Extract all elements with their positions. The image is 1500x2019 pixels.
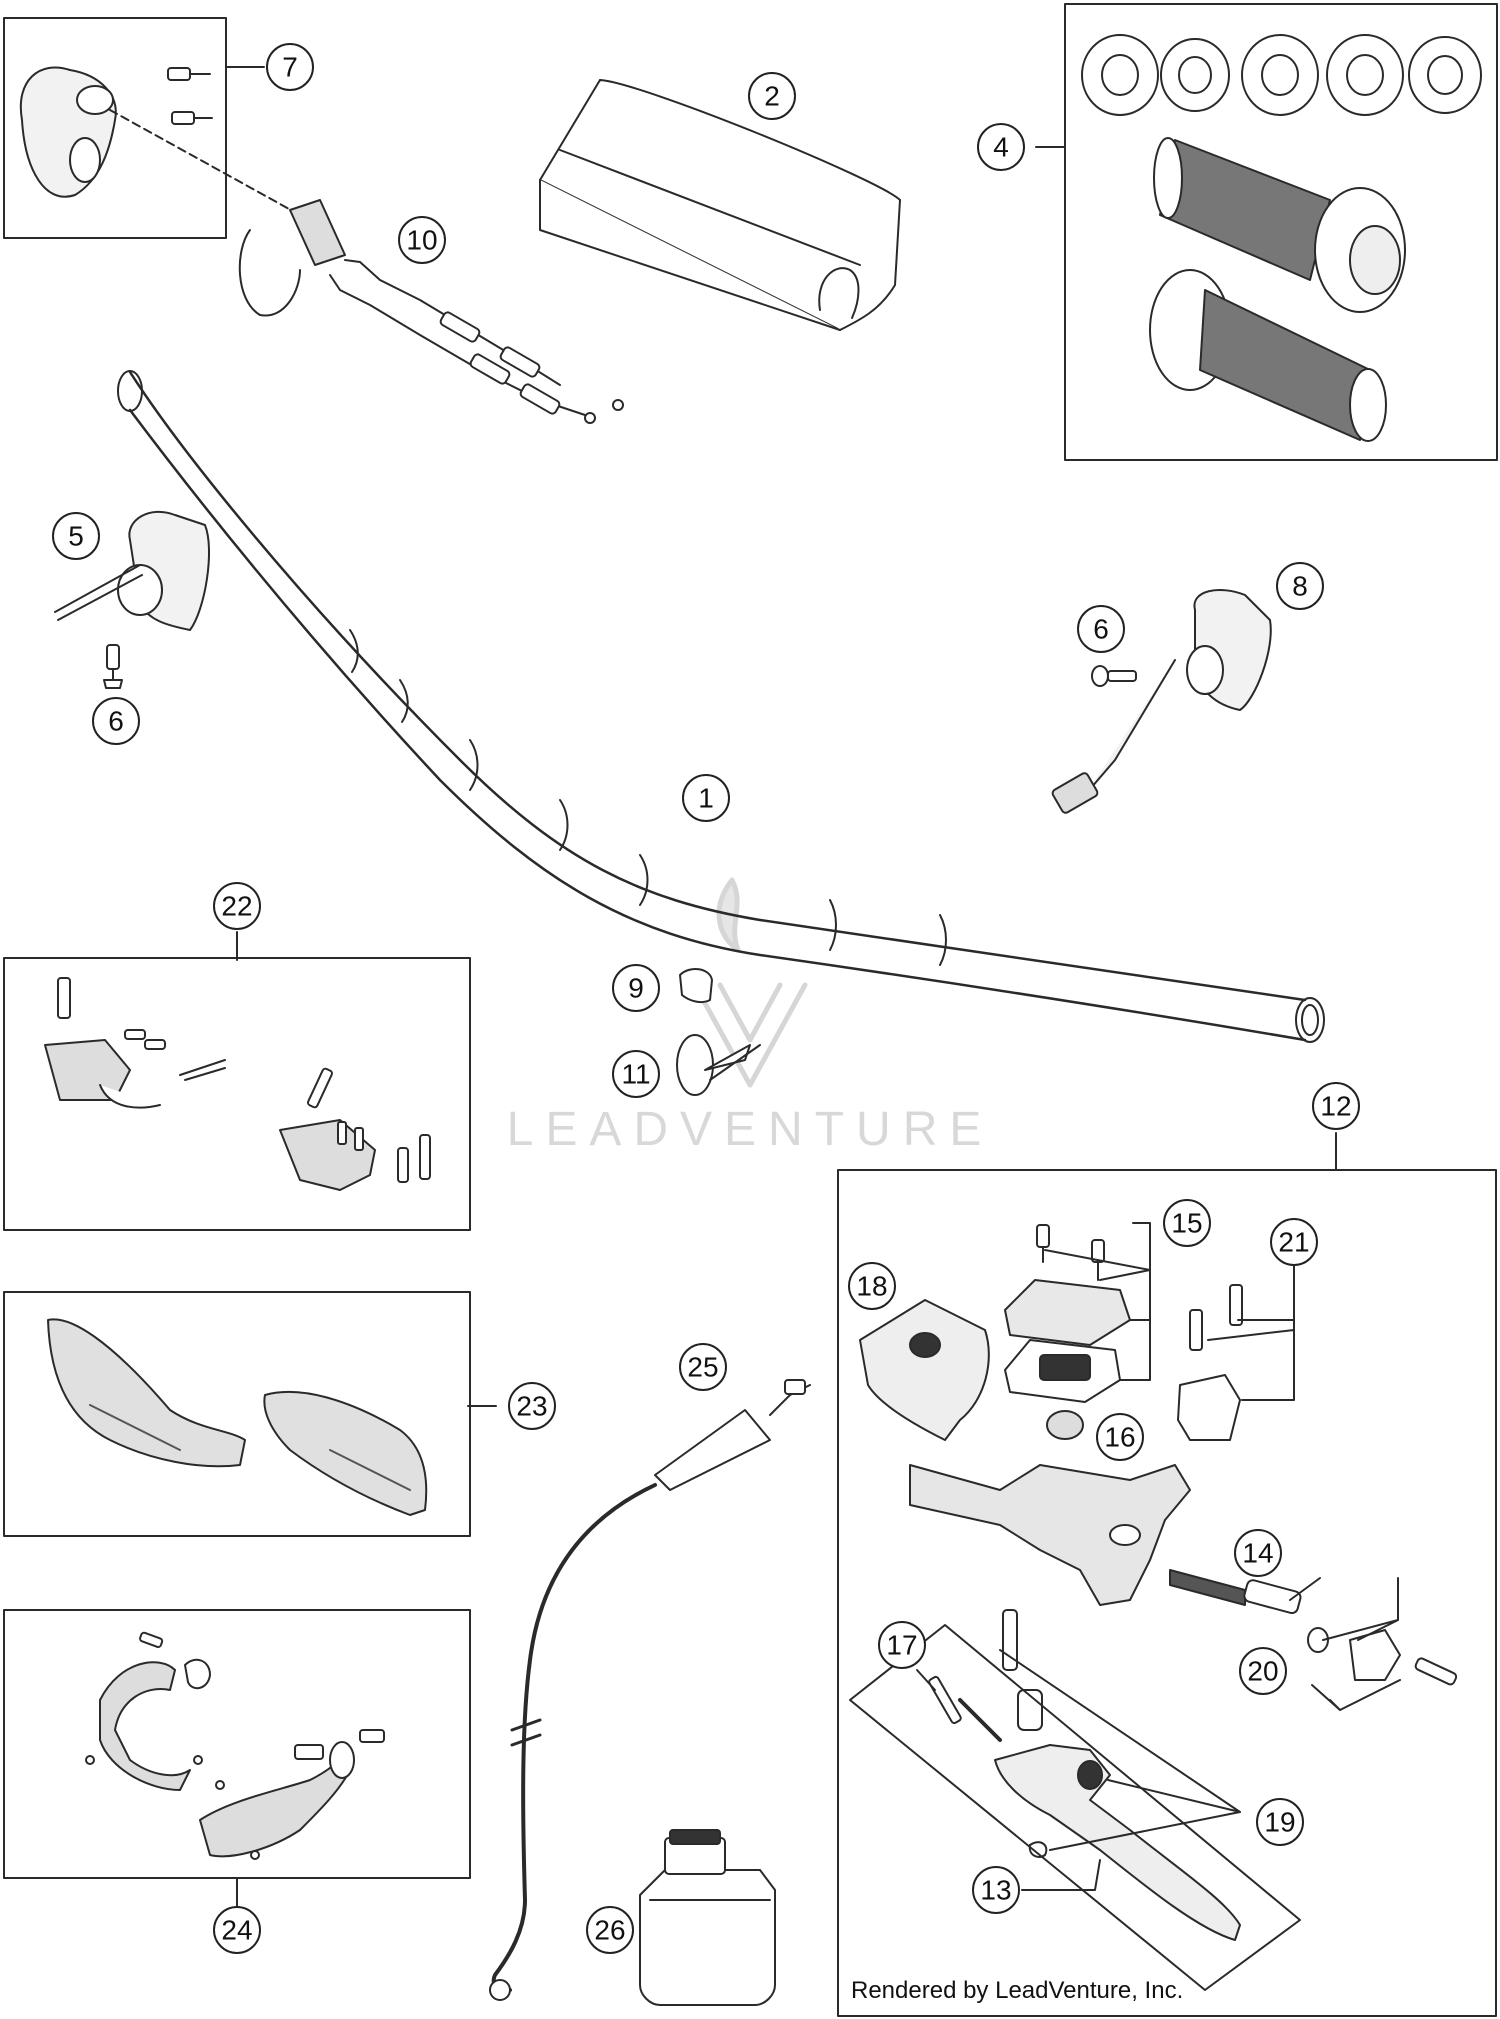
svg-text:17: 17: [886, 1630, 917, 1661]
svg-text:20: 20: [1247, 1656, 1278, 1687]
credit-text: Rendered by LeadVenture, Inc.: [851, 1977, 1183, 2004]
screw-6-left: [103, 644, 123, 689]
callout-14: 14: [1234, 1529, 1282, 1577]
callout-2: 2: [748, 72, 796, 120]
svg-text:6: 6: [108, 706, 124, 737]
clip-9: [679, 968, 713, 1004]
grip-left: [1149, 269, 1387, 442]
callout-15: 15: [1163, 1199, 1211, 1247]
callout-12: 12: [1312, 1082, 1360, 1130]
svg-text:16: 16: [1104, 1422, 1135, 1453]
svg-text:6: 6: [1093, 614, 1109, 645]
callout-25: 25: [679, 1343, 727, 1391]
svg-text:11: 11: [621, 1059, 650, 1090]
box-23: [3, 1291, 471, 1537]
throttle-housing: [19, 66, 117, 198]
svg-text:24: 24: [221, 1915, 252, 1946]
grip-right: [1153, 137, 1406, 313]
switch-5: [54, 510, 211, 631]
svg-text:4: 4: [993, 132, 1009, 163]
brake-line-25: [489, 1379, 811, 2001]
master-cylinder-parts: [849, 1224, 1458, 1991]
box-grips: [1064, 3, 1498, 461]
mount-kit-24: [85, 1631, 385, 1860]
handlebar: [117, 370, 1325, 1043]
callout-22: 22: [213, 882, 261, 930]
callout-21: 21: [1270, 1218, 1318, 1266]
svg-text:8: 8: [1292, 571, 1308, 602]
svg-text:26: 26: [594, 1915, 625, 1946]
hand-guards-23: [47, 1318, 428, 1516]
svg-text:19: 19: [1264, 1807, 1295, 1838]
kit-22: [44, 977, 431, 1191]
callout-1: 1: [682, 774, 730, 822]
callout-16: 16: [1096, 1413, 1144, 1461]
callout-18: 18: [848, 1262, 896, 1310]
callout-6-left: 6: [92, 697, 140, 745]
handlebar-pad: [539, 79, 901, 331]
callout-8: 8: [1276, 562, 1324, 610]
callout-23: 23: [508, 1382, 556, 1430]
svg-text:15: 15: [1171, 1208, 1202, 1239]
svg-text:14: 14: [1242, 1538, 1273, 1569]
box-throttle-housing: [3, 17, 227, 239]
svg-text:10: 10: [406, 225, 437, 256]
brake-fluid-bottle-26: [639, 1829, 776, 2006]
screws-7: [167, 67, 213, 125]
svg-text:1: 1: [698, 783, 714, 814]
callout-19: 19: [1256, 1798, 1304, 1846]
throttle-cams: [1081, 34, 1482, 116]
callout-7: 7: [266, 43, 314, 91]
svg-text:21: 21: [1278, 1227, 1309, 1258]
svg-text:22: 22: [221, 891, 252, 922]
callout-6-right: 6: [1077, 605, 1125, 653]
callout-9: 9: [612, 964, 660, 1012]
leader-lines: [225, 66, 1401, 1911]
callout-5: 5: [52, 512, 100, 560]
cable-tie-11: [676, 1034, 761, 1096]
box-master-cylinder: [837, 1169, 1497, 2017]
callout-11: 11: [612, 1050, 660, 1098]
callout-20: 20: [1239, 1647, 1287, 1695]
svg-text:23: 23: [516, 1391, 547, 1422]
switch-8: [1051, 589, 1272, 814]
callout-24: 24: [213, 1906, 261, 1954]
svg-text:25: 25: [687, 1352, 718, 1383]
svg-text:18: 18: [856, 1271, 887, 1302]
callouts: 1 2 4 5 6 6 7 8 9 10 11 12 13 14 15 16 1…: [52, 43, 1360, 1954]
svg-text:13: 13: [980, 1875, 1011, 1906]
svg-text:2: 2: [764, 81, 780, 112]
svg-text:9: 9: [628, 973, 644, 1004]
throttle-cables: [238, 199, 624, 424]
svg-text:12: 12: [1320, 1091, 1351, 1122]
callout-26: 26: [586, 1906, 634, 1954]
screw-6-right: [1091, 665, 1137, 687]
callout-17: 17: [878, 1621, 926, 1669]
callout-13: 13: [972, 1866, 1020, 1914]
callout-4: 4: [977, 123, 1025, 171]
watermark-text: LEADVENTURE: [507, 1103, 994, 1156]
svg-text:7: 7: [282, 52, 298, 83]
callout-10: 10: [398, 216, 446, 264]
svg-text:5: 5: [68, 521, 84, 552]
